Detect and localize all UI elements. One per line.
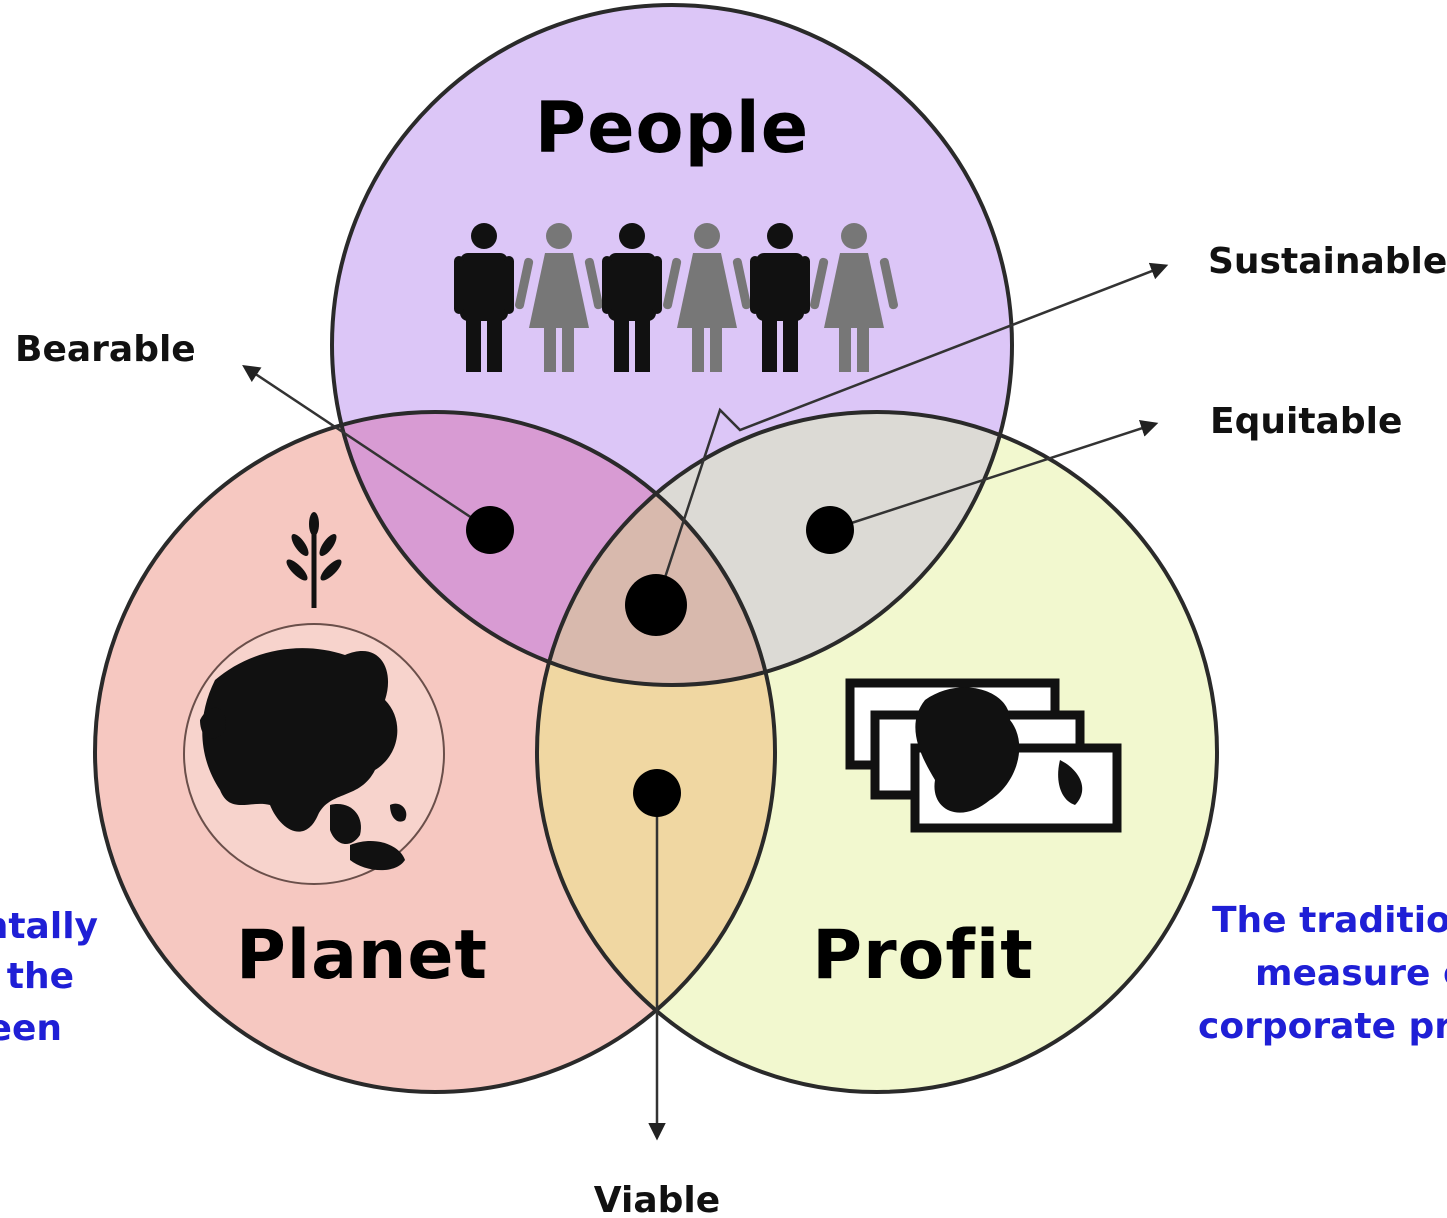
person-icon (602, 223, 662, 372)
planet-title: Planet (236, 916, 488, 995)
person-icon (515, 223, 603, 372)
equitable-label: Equitable (1210, 401, 1402, 442)
planet-circle-outline (93, 410, 777, 1094)
callout-connectors (242, 262, 1169, 1141)
viable-dot (633, 769, 681, 817)
left-note-line-1: ntally (0, 906, 98, 947)
left-note-line-2: the (7, 956, 74, 997)
left-note-line-3: een (0, 1008, 62, 1049)
equitable-dot (806, 506, 854, 554)
person-icon (750, 223, 810, 372)
bearable-label: Bearable (15, 329, 196, 370)
right-side-note: The tradition measure o corporate pro (1198, 900, 1447, 1047)
right-note-line-2: measure o (1255, 953, 1447, 994)
viable-label: Viable (594, 1180, 720, 1218)
people-circle-outline (330, 3, 1014, 687)
banknote-icon (845, 678, 1122, 833)
sustainable-label: Sustainable (1208, 241, 1447, 282)
sustainable-dot (625, 574, 687, 636)
person-icon (810, 223, 898, 372)
right-note-line-3: corporate pro (1198, 1006, 1447, 1047)
overlap-center (537, 412, 775, 685)
bearable-dot (466, 506, 514, 554)
right-note-line-1: The tradition (1212, 900, 1447, 941)
profit-circle-outline (535, 410, 1219, 1094)
left-side-note: ntally the een (0, 906, 98, 1049)
plant-icon (286, 512, 342, 608)
profit-title: Profit (812, 916, 1034, 995)
people-title: People (535, 87, 809, 169)
people-icons (454, 223, 898, 372)
globe-icon (183, 623, 445, 885)
person-icon (663, 223, 751, 372)
person-icon (454, 223, 514, 372)
